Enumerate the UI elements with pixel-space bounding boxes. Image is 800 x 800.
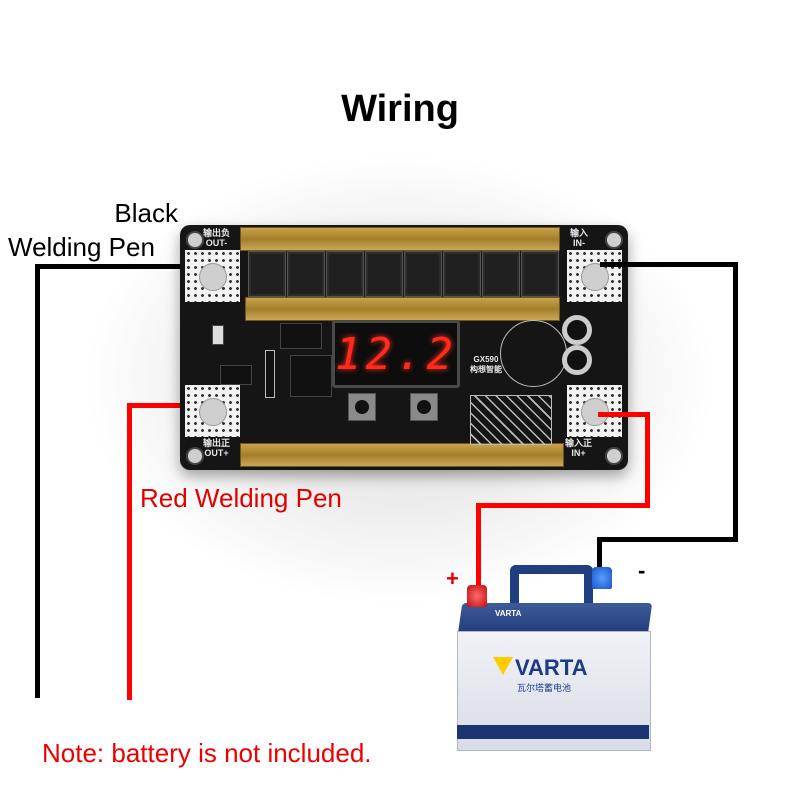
terminal-pad-in-neg[interactable] [567, 250, 622, 302]
negative-terminal [592, 567, 612, 589]
diode [220, 365, 252, 385]
black-pen-label-line2: Welding Pen [8, 232, 155, 262]
battery-handle [510, 565, 593, 610]
voltage-display: 12.2 [332, 320, 460, 388]
pin-header [265, 350, 275, 398]
battery-brand-cn: 瓦尔塔蓄电池 [517, 683, 572, 693]
mounting-hole [186, 447, 204, 465]
mosfet [248, 251, 286, 297]
mosfet [443, 251, 481, 297]
mosfet [365, 251, 403, 297]
mounting-hole [605, 231, 623, 249]
capacitor-outline [500, 320, 567, 387]
positive-terminal [467, 585, 487, 607]
battery-lid-brand: VARTA [495, 609, 522, 618]
copper-busbar-middle [245, 297, 560, 321]
battery-brand: VARTA [515, 655, 588, 680]
negative-sign: - [638, 558, 646, 583]
mosfet [326, 251, 364, 297]
display-value: 12.2 [335, 329, 457, 380]
terminal-pad-in-pos[interactable] [567, 385, 622, 437]
mosfet [287, 251, 325, 297]
mosfet [521, 251, 559, 297]
wire-ring-hole [562, 345, 592, 375]
copper-busbar-bottom [240, 443, 564, 467]
copper-busbar-top [240, 227, 560, 251]
varta-shield-icon [493, 657, 513, 675]
hatched-silkscreen-area [470, 395, 552, 445]
note-text: Note: battery is not included. [42, 738, 372, 768]
terminal-pad-out-pos[interactable] [185, 385, 240, 437]
push-button-left[interactable] [348, 393, 376, 421]
mounting-hole [186, 231, 204, 249]
mosfet [482, 251, 520, 297]
diagram-title: Wiring [341, 88, 459, 130]
black-pen-label-line1: Black [114, 198, 178, 228]
battery-band [457, 725, 649, 739]
mosfet [404, 251, 442, 297]
optocoupler-chip [280, 323, 322, 349]
red-pen-label: Red Welding Pen [140, 483, 342, 513]
positive-sign: + [446, 566, 459, 591]
terminal-pad-out-neg[interactable] [185, 250, 240, 302]
mounting-hole [605, 447, 623, 465]
push-button-right[interactable] [410, 393, 438, 421]
microcontroller-chip [290, 355, 332, 397]
car-battery: VARTA VARTA 瓦尔塔蓄电池 [455, 565, 655, 755]
wire-ring-hole [562, 315, 592, 345]
resistor [212, 325, 224, 345]
